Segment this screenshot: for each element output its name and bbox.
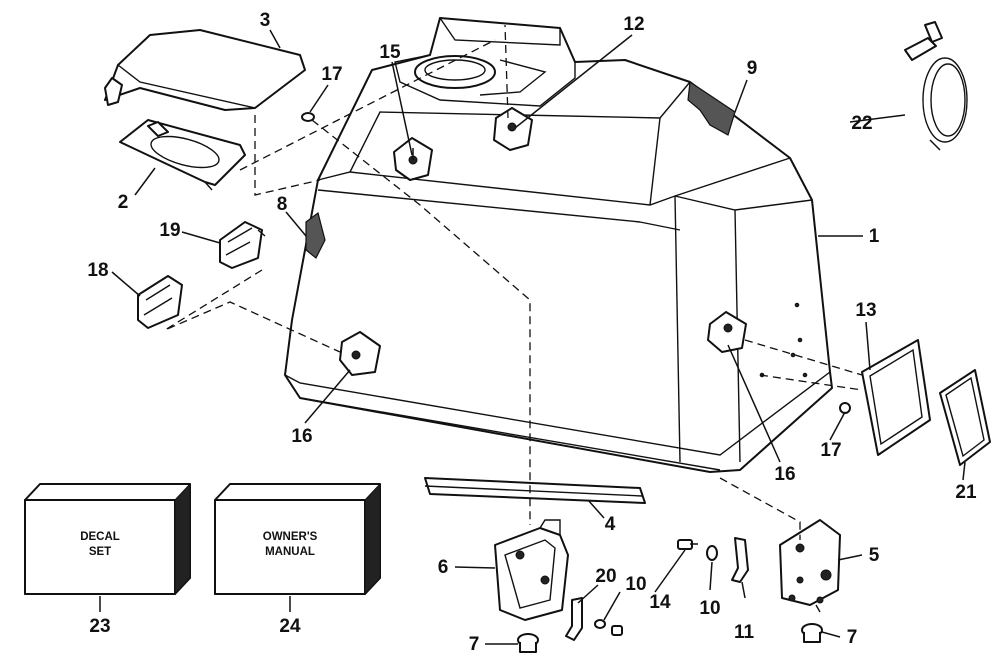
callout-10-right: 10 <box>699 598 720 619</box>
callout-9: 9 <box>747 58 758 79</box>
seal-strip-part <box>424 477 646 504</box>
latch-part-19 <box>219 221 266 269</box>
callout-23: 23 <box>89 616 110 637</box>
filter-panel-part <box>939 369 991 466</box>
callout-7-right: 7 <box>847 627 858 648</box>
callout-5: 5 <box>869 545 880 566</box>
clip-part-20 <box>565 597 583 641</box>
callout-20: 20 <box>595 566 616 587</box>
decal-box-line1: DECAL <box>80 531 120 543</box>
cable-plug-part <box>904 21 968 151</box>
framed-panel-part <box>861 339 931 456</box>
callout-21: 21 <box>955 482 977 503</box>
callout-17-top: 17 <box>321 64 342 85</box>
lid-cover-part <box>104 29 306 111</box>
callout-4: 4 <box>605 514 616 535</box>
callout-6: 6 <box>438 557 449 578</box>
mounting-plate-part <box>779 519 841 613</box>
owners-manual-box: OWNER'S MANUAL <box>214 482 381 596</box>
decal-box-line2: SET <box>89 546 111 558</box>
callout-numbers: 1 2 3 4 5 6 7 7 8 9 10 10 11 12 13 14 15… <box>87 10 977 655</box>
engine-cover <box>284 17 833 473</box>
callout-24: 24 <box>279 616 301 637</box>
clip-bracket-16-right <box>707 311 747 353</box>
callout-2: 2 <box>118 192 129 213</box>
callout-8: 8 <box>277 194 288 215</box>
callout-19: 19 <box>159 220 180 241</box>
callout-16-right: 16 <box>774 464 795 485</box>
callout-15: 15 <box>379 42 401 63</box>
knob-part-left <box>517 633 539 653</box>
callout-13: 13 <box>855 300 876 321</box>
manual-box-line2: MANUAL <box>265 546 315 558</box>
leader-lines <box>99 29 966 645</box>
decal-set-box: DECAL SET <box>24 482 191 596</box>
washer-part-10-right <box>706 545 718 561</box>
assembly-dashed-lines <box>164 24 863 540</box>
clip-part-11 <box>731 537 749 583</box>
callout-16-left: 16 <box>291 426 312 447</box>
pin-part-17-right <box>839 402 851 414</box>
callout-22: 22 <box>851 113 872 134</box>
callout-17-right: 17 <box>820 440 841 461</box>
clip-bracket-15 <box>393 137 433 181</box>
pin-part-17-top <box>301 112 315 122</box>
knob-part-right <box>801 623 823 643</box>
washer-part-10-left <box>594 619 606 629</box>
callout-7-left: 7 <box>469 634 480 655</box>
callout-10-left: 10 <box>625 574 646 595</box>
gasket-plate-part <box>119 119 246 191</box>
callout-18: 18 <box>87 260 108 281</box>
clip-bracket-16-left <box>339 331 381 376</box>
screw-part-14-top <box>677 539 698 550</box>
callout-14: 14 <box>649 592 671 613</box>
callout-12: 12 <box>623 14 644 35</box>
latch-part-18 <box>137 275 183 329</box>
callout-11: 11 <box>734 622 755 643</box>
clip-bracket-12 <box>493 107 533 151</box>
callout-3: 3 <box>260 10 271 31</box>
manual-box-line1: OWNER'S <box>263 531 318 543</box>
screw-part-14-bottom <box>611 625 623 636</box>
callout-1: 1 <box>869 226 880 247</box>
latch-bracket-part <box>494 519 569 621</box>
